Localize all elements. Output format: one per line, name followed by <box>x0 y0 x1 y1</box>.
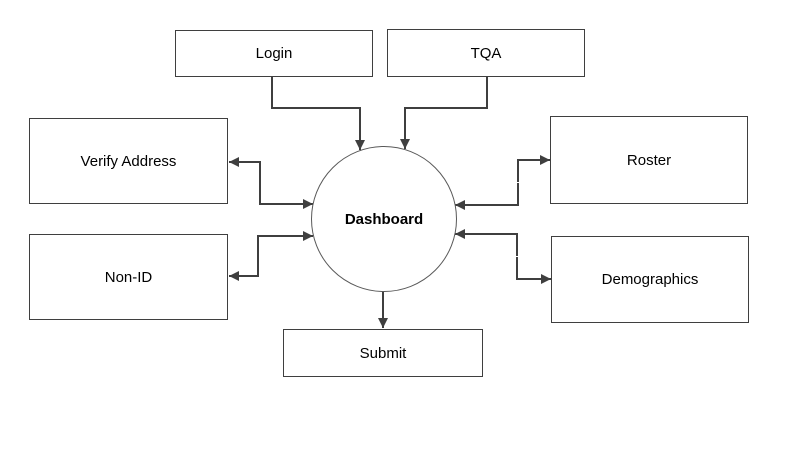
edge-dashboard-verify-address-arrow-to-box <box>229 157 261 184</box>
edge-dashboard-verify-address-arrow-to-circle <box>259 183 313 209</box>
node-verify-address-label: Verify Address <box>80 152 177 170</box>
edge-dashboard-non-id-arrow-to-circle <box>257 231 313 256</box>
node-non-id-label: Non-ID <box>104 268 153 286</box>
edge-dashboard-demographics-arrow-to-box <box>516 257 551 284</box>
node-submit: Submit <box>283 329 483 377</box>
node-submit-label: Submit <box>359 344 407 362</box>
node-demographics-label: Demographics <box>601 271 699 288</box>
node-verify-address: Verify Address <box>29 118 228 204</box>
node-non-id: Non-ID <box>29 234 228 320</box>
edge-dashboard-demographics-arrow-to-circle <box>455 229 518 256</box>
edge-dashboard-roster-arrow-to-circle <box>455 183 519 210</box>
node-roster: Roster <box>550 116 748 204</box>
node-login: Login <box>175 30 373 77</box>
node-login-label: Login <box>255 45 293 62</box>
edge-dashboard-non-id-arrow-to-box <box>229 255 259 281</box>
node-dashboard: Dashboard <box>311 146 457 292</box>
node-roster-label: Roster <box>626 151 672 169</box>
node-tqa: TQA <box>387 29 585 77</box>
edge-dashboard-roster-arrow-to-box <box>517 155 550 182</box>
edge-tqa-dashboard <box>400 77 488 149</box>
node-demographics: Demographics <box>551 236 749 323</box>
edge-login-dashboard <box>271 77 365 150</box>
node-dashboard-label: Dashboard <box>344 210 424 228</box>
node-tqa-label: TQA <box>470 44 502 62</box>
